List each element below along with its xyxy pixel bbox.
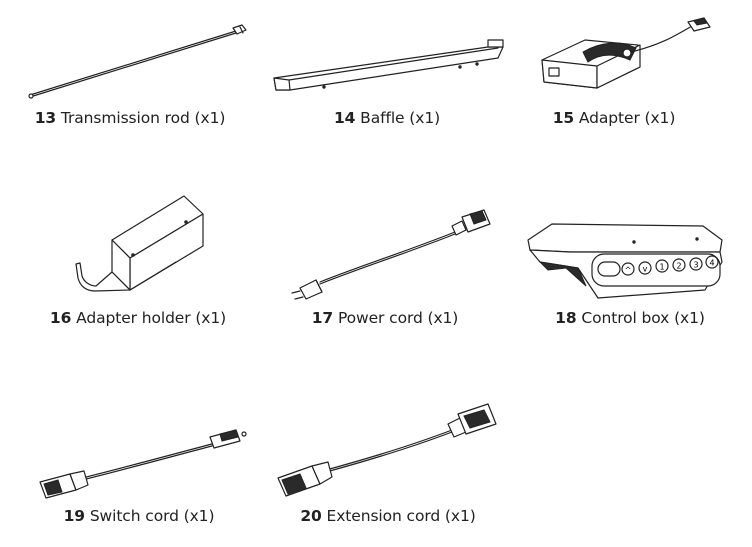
- part-19-label: Switch cord (x1): [89, 507, 215, 525]
- down-icon: [638, 261, 652, 275]
- part-17-number: 17: [311, 309, 334, 327]
- part-19-caption: 19 Switch cord (x1): [64, 507, 215, 525]
- control-box-button-2: 2: [676, 262, 681, 271]
- control-box-button-4: 4: [709, 259, 714, 268]
- part-14-caption: 14 Baffle (x1): [334, 109, 440, 127]
- part-15-label: Adapter (x1): [578, 109, 676, 127]
- part-20-number: 20: [300, 507, 322, 525]
- part-18-number: 18: [555, 309, 577, 327]
- part-19-number: 19: [63, 507, 85, 525]
- part-15-caption: 15 Adapter (x1): [553, 109, 676, 127]
- part-15-number: 15: [552, 109, 575, 127]
- part-14-number: 14: [333, 109, 356, 127]
- up-icon: [621, 262, 635, 276]
- part-18-label: Control box (x1): [581, 309, 705, 327]
- part-13-number: 13: [34, 109, 57, 127]
- control-box-button-down: v: [643, 265, 648, 274]
- part-13-label: Transmission rod (x1): [60, 109, 226, 127]
- part-14-label: Baffle (x1): [360, 109, 441, 127]
- part-18-caption: 18 Control box (x1): [555, 309, 705, 327]
- part-16-label: Adapter holder (x1): [76, 309, 227, 327]
- part-20-label: Extension cord (x1): [326, 507, 476, 525]
- part-16-caption: 16 Adapter holder (x1): [50, 309, 226, 327]
- part-13-caption: 13 Transmission rod (x1): [35, 109, 226, 127]
- control-box-button-up: ^: [625, 266, 632, 275]
- control-box-button-1: 1: [659, 263, 664, 272]
- part-20-caption: 20 Extension cord (x1): [300, 507, 475, 525]
- control-box-button-3: 3: [693, 261, 698, 270]
- part-17-caption: 17 Power cord (x1): [312, 309, 459, 327]
- part-17-label: Power cord (x1): [337, 309, 459, 327]
- part-16-number: 16: [49, 309, 72, 327]
